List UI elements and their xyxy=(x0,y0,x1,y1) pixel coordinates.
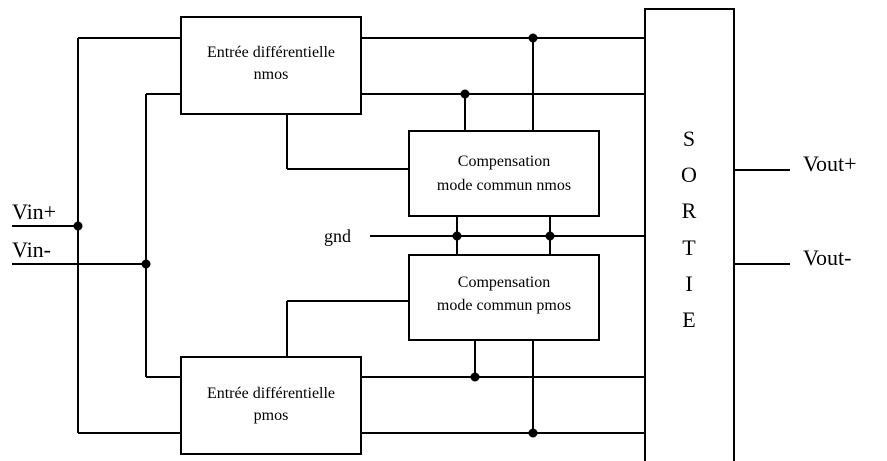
nmos-input-label-line2: nmos xyxy=(254,66,289,83)
sortie-letter: O xyxy=(681,162,697,187)
junction-dot xyxy=(73,221,83,231)
junction-dot xyxy=(528,33,538,43)
nmos-input-label-line1: Entrée différentielle xyxy=(207,44,335,61)
junction-dot xyxy=(545,231,555,241)
pmos-input-label-line2: pmos xyxy=(254,407,289,424)
sortie-letter: I xyxy=(685,271,692,296)
sortie-letter: R xyxy=(682,198,697,223)
gnd-label: gnd xyxy=(324,226,351,246)
sortie-letter: E xyxy=(682,307,695,332)
junction-dot xyxy=(452,231,462,241)
junctions xyxy=(73,33,555,438)
junction-dot xyxy=(528,428,538,438)
sortie-letter: S xyxy=(683,126,695,151)
sortie-block: S O R T I E xyxy=(644,8,735,461)
cm-nmos-block: Compensation mode commun nmos xyxy=(408,130,600,217)
vin-minus-label: Vin- xyxy=(12,237,51,262)
junction-dot xyxy=(470,372,480,382)
pmos-input-label-line1: Entrée différentielle xyxy=(207,385,335,402)
wires xyxy=(12,37,790,434)
cm-pmos-label-line1: Compensation xyxy=(458,274,550,291)
cm-nmos-label-line2: mode commun nmos xyxy=(437,177,571,194)
vout-minus-label: Vout- xyxy=(803,245,852,270)
cm-pmos-label-line2: mode commun pmos xyxy=(437,297,571,314)
junction-dot xyxy=(460,89,470,99)
nmos-input-block: Entrée différentielle nmos xyxy=(180,16,362,115)
vout-plus-label: Vout+ xyxy=(803,151,857,176)
junction-dot xyxy=(141,259,151,269)
cm-nmos-label-line1: Compensation xyxy=(458,153,550,170)
pmos-input-block: Entrée différentielle pmos xyxy=(180,356,362,455)
sortie-letter: T xyxy=(682,235,696,260)
vin-plus-label: Vin+ xyxy=(12,199,56,224)
cm-pmos-block: Compensation mode commun pmos xyxy=(408,254,600,341)
